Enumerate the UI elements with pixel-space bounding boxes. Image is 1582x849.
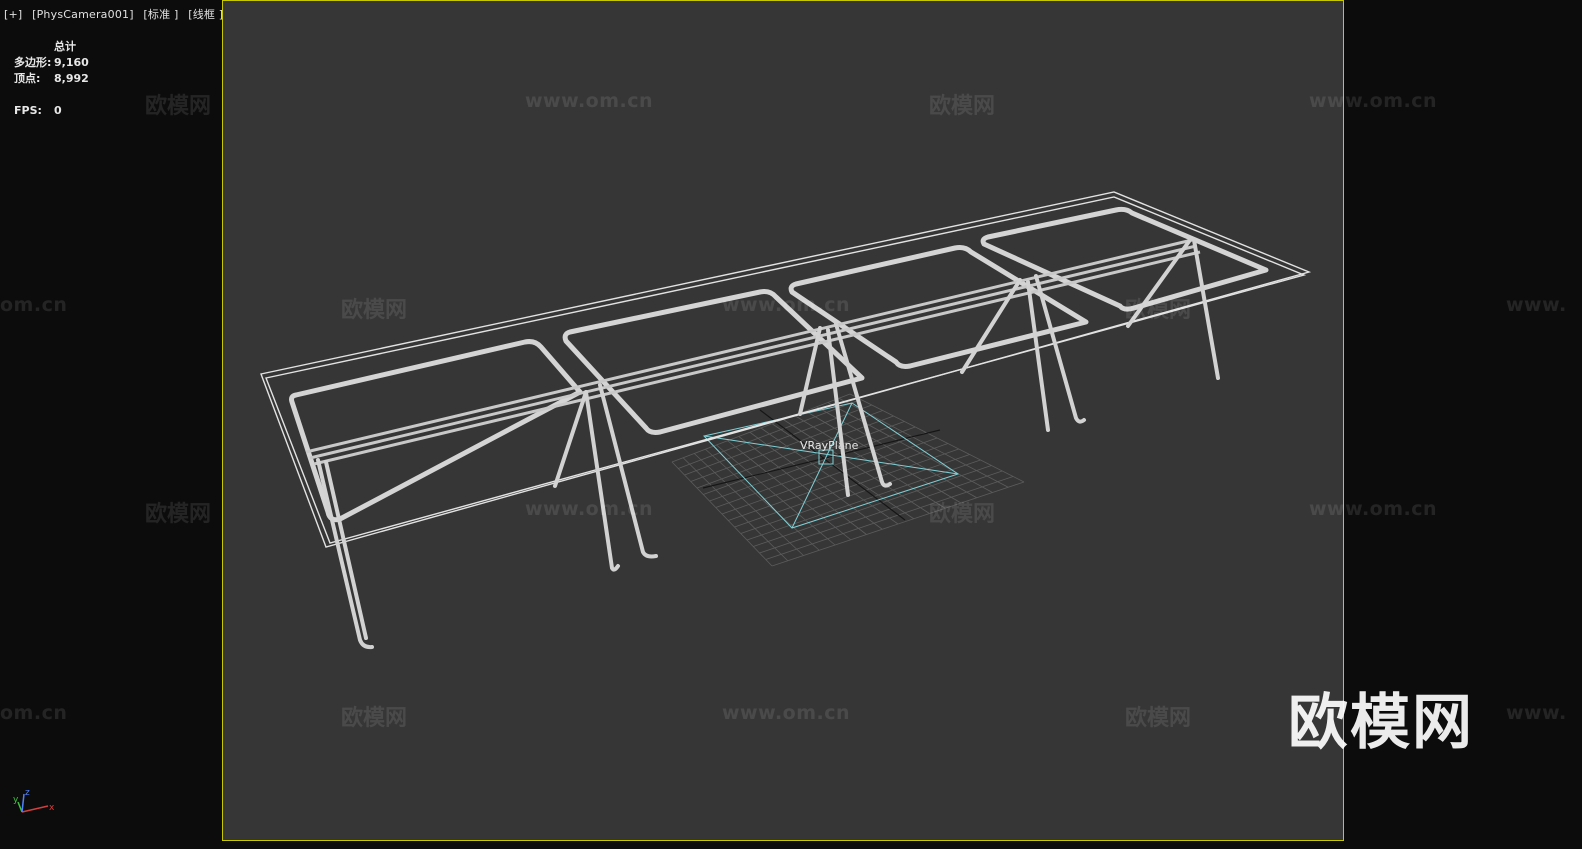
table-legs bbox=[316, 238, 1220, 650]
viewport-mode-menu[interactable]: [线框 ] bbox=[188, 8, 224, 21]
grid-line bbox=[771, 423, 914, 520]
table-rails bbox=[305, 238, 1201, 466]
safe-frame[interactable] bbox=[222, 0, 1344, 841]
grid-line bbox=[740, 454, 970, 534]
grid-line bbox=[849, 393, 1025, 483]
vrayplane-axes bbox=[702, 409, 941, 521]
axis-z-label: z bbox=[25, 788, 30, 798]
table-frames[interactable] bbox=[289, 206, 1269, 523]
stats-header: 总计 bbox=[54, 40, 76, 53]
axis-x-label: x bbox=[49, 803, 55, 813]
viewport-plus-menu[interactable]: [+] bbox=[4, 8, 23, 21]
fps-label: FPS: bbox=[14, 103, 42, 117]
polygons-value: 9,160 bbox=[54, 55, 89, 69]
viewport-label-menu: [+] [PhysCamera001] [标准 ] [线框 ] bbox=[4, 6, 229, 22]
grid-line bbox=[827, 402, 993, 493]
table-frame-4 bbox=[980, 206, 1269, 312]
grid-line bbox=[783, 419, 930, 514]
grid-line bbox=[765, 476, 1014, 560]
viewport-shading-menu[interactable]: [标准 ] bbox=[143, 8, 179, 21]
grid-line bbox=[759, 470, 1003, 554]
vrayplane-label: VRayPlane bbox=[800, 439, 859, 452]
viewport-camera-menu[interactable]: [PhysCamera001] bbox=[32, 8, 134, 21]
fps-value: 0 bbox=[54, 103, 62, 117]
grid-line bbox=[794, 414, 946, 509]
vrayplane-grid bbox=[671, 393, 1025, 567]
grid-line bbox=[746, 459, 981, 541]
grid-line bbox=[805, 410, 962, 504]
table-glass-top[interactable] bbox=[260, 191, 1312, 548]
vertices-value: 8,992 bbox=[54, 71, 89, 85]
vertices-label: 顶点: bbox=[14, 72, 41, 85]
table-frame-2 bbox=[562, 289, 865, 435]
viewport-statistics: 总计 多边形: 9,160 顶点: 8,992 FPS: 0 bbox=[14, 38, 89, 118]
grid-line bbox=[721, 437, 938, 515]
grid-line bbox=[753, 465, 992, 547]
axis-y-label: y bbox=[13, 795, 19, 805]
brand-logo: 欧模网 bbox=[1288, 688, 1474, 758]
polygons-label: 多边形: bbox=[14, 56, 52, 69]
grid-line bbox=[728, 443, 949, 521]
grid-line bbox=[771, 481, 1025, 567]
axis-gizmo-icon: x y z bbox=[13, 788, 55, 813]
table-frame-3 bbox=[788, 245, 1089, 369]
